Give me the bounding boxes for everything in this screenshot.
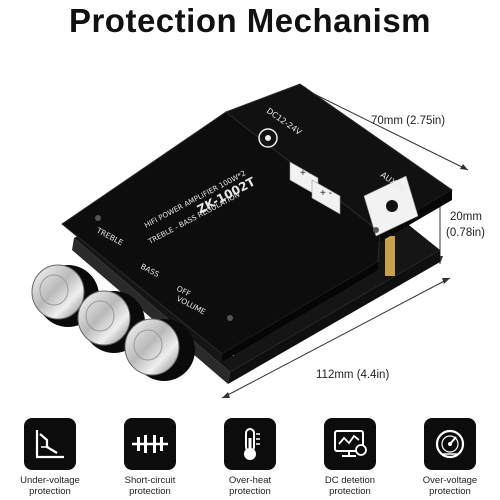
power-jack bbox=[258, 128, 278, 148]
feature-label: Over-voltage bbox=[422, 475, 478, 486]
gauge-icon bbox=[424, 418, 476, 470]
feature-label: protection bbox=[29, 486, 71, 497]
short-circuit-icon bbox=[124, 418, 176, 470]
feature-label: protection bbox=[129, 486, 171, 497]
dimension-height-label-in: (0.78in) bbox=[446, 227, 485, 239]
screws bbox=[95, 215, 379, 321]
feature-label: protection bbox=[229, 486, 271, 497]
dimension-height-label: 20mm bbox=[450, 211, 482, 223]
feature-label: Under-voltage bbox=[20, 475, 80, 486]
svg-text:+ -: + - bbox=[300, 168, 312, 179]
dimension-width bbox=[221, 277, 451, 399]
feature-label: protection bbox=[329, 486, 371, 497]
dc-monitor-icon bbox=[324, 418, 376, 470]
aux-in-jack bbox=[363, 175, 419, 237]
feature-label: Short-circuit bbox=[124, 475, 176, 486]
dimension-length-label: 70mm (2.75in) bbox=[371, 115, 445, 127]
speaker-terminals: + - + - bbox=[289, 161, 341, 215]
dimension-width-label: 112mm (4.4in) bbox=[316, 369, 389, 381]
feature-label: DC detetion bbox=[324, 475, 376, 486]
feature-label: protection bbox=[429, 486, 471, 497]
page-title: Protection Mechanism bbox=[68, 2, 432, 39]
svg-text:+ -: + - bbox=[320, 188, 332, 199]
feature-label: Over-heat bbox=[228, 475, 272, 486]
volume-knob bbox=[124, 318, 195, 381]
thermometer-icon bbox=[224, 418, 276, 470]
under-voltage-chart-icon bbox=[24, 418, 76, 470]
